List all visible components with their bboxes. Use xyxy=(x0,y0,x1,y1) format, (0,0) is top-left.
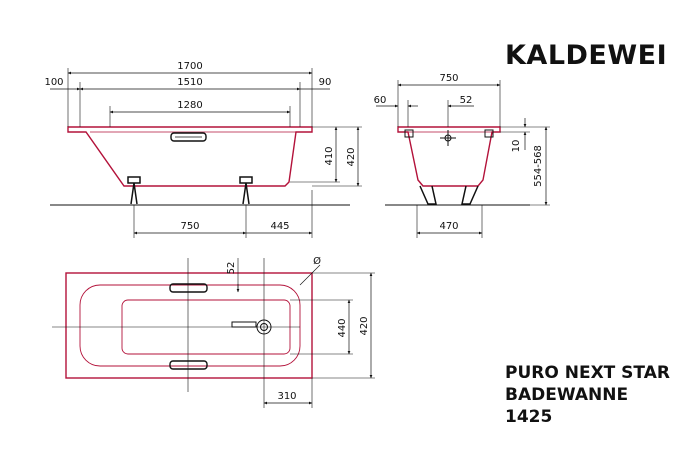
tub-plan-outer xyxy=(65,272,313,379)
dim-rim-length: 1510 xyxy=(177,77,202,88)
dim-overall-width: 750 xyxy=(439,73,458,84)
dim-foot-to-end: 445 xyxy=(270,221,289,232)
grip-handle-bottom xyxy=(169,360,208,370)
dim-height-range: 554-568 xyxy=(533,145,544,187)
dim-rim-offset: 60 xyxy=(374,95,387,106)
product-name: PURO NEXT STAR xyxy=(505,363,670,383)
dim-left-offset: 100 xyxy=(44,77,63,88)
side-view: 1700 100 1510 90 1280 750 445 410 420 xyxy=(44,61,362,238)
dim-right-offset: 90 xyxy=(319,77,332,88)
tub-plan-inner xyxy=(79,284,301,367)
brand-logo: KALDEWEI xyxy=(505,40,668,71)
drain-symbol xyxy=(440,130,456,146)
dim-drain-position: 52 xyxy=(226,262,237,275)
foot-right xyxy=(239,176,253,205)
dim-drain-offset: 52 xyxy=(460,95,473,106)
foot-left xyxy=(127,176,141,205)
product-number: 1425 xyxy=(505,407,553,427)
plan-view: 52 Ø 440 420 310 xyxy=(52,255,375,408)
dim-foot-spacing: 750 xyxy=(180,221,199,232)
dim-overall-length: 1700 xyxy=(177,61,202,72)
dim-foot-width: 470 xyxy=(439,221,458,232)
dim-inner-length: 1280 xyxy=(177,100,202,111)
dim-depth-inner: 410 xyxy=(324,146,335,165)
end-feet xyxy=(419,185,479,205)
dim-drain-diameter: Ø xyxy=(313,255,321,267)
grip-handle-side xyxy=(170,132,207,142)
dim-outer-width: 420 xyxy=(359,316,370,335)
dim-inner-width: 440 xyxy=(337,318,348,337)
product-type: BADEWANNE xyxy=(505,385,629,405)
dim-drain-to-end: 310 xyxy=(277,391,296,402)
end-view: 750 60 52 470 10 554-568 xyxy=(374,73,550,238)
grip-handle-top xyxy=(169,283,208,293)
dim-rim-thickness: 10 xyxy=(511,140,522,153)
dim-depth-outer: 420 xyxy=(346,147,357,166)
tub-side-outline xyxy=(67,126,313,187)
